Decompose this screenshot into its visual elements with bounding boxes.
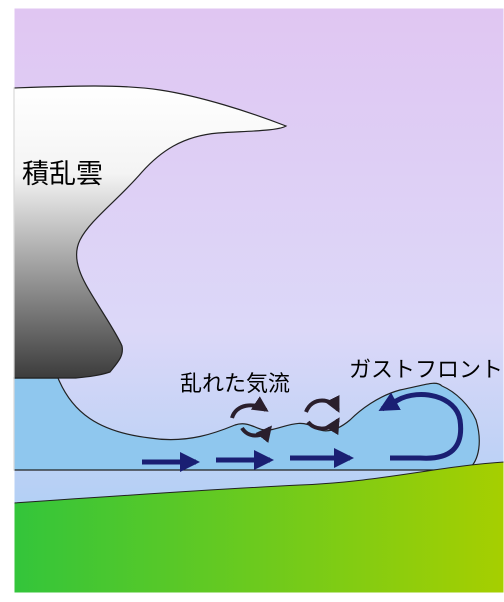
- turbulence-swirls: [230, 394, 340, 443]
- gust-front-label: ガストフロント: [349, 358, 504, 383]
- curl-arrow-icon: [378, 391, 464, 461]
- swirl-arrow-icon: [306, 417, 340, 436]
- ground: [13, 461, 504, 594]
- surface-flow-arrows: [142, 448, 354, 472]
- swirl-arrow-icon: [230, 396, 269, 419]
- swirl-arrow-icon: [240, 425, 273, 443]
- turbulent-flow-label: 乱れた気流: [180, 372, 291, 397]
- swirl-arrow-icon: [304, 394, 340, 413]
- cloud-label: 積乱雲: [22, 159, 103, 190]
- cumulonimbus-cloud: [13, 85, 288, 379]
- frame: [13, 7, 504, 594]
